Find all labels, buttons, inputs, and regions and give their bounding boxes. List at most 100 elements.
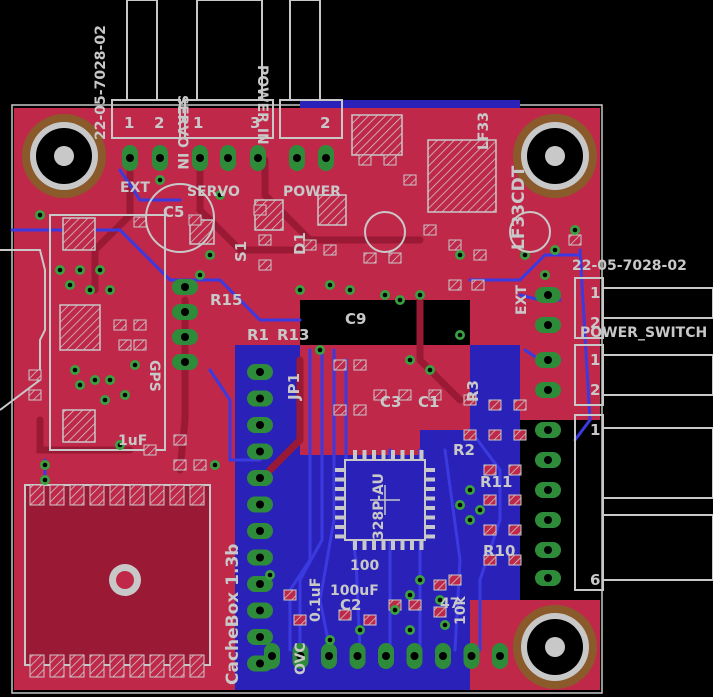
via-hole xyxy=(427,367,433,373)
chip-pin xyxy=(335,477,345,482)
label-ext-right: EXT xyxy=(514,285,530,315)
label-board-name: CacheBox 1.3b xyxy=(223,544,243,685)
smd-pad xyxy=(353,359,367,371)
smd-pad xyxy=(109,484,125,506)
smd-pad xyxy=(133,339,147,351)
smd-pad xyxy=(508,494,522,506)
via-hole xyxy=(407,627,413,633)
chip-pin xyxy=(335,496,345,501)
via-hole xyxy=(117,442,123,448)
th-pad-hole xyxy=(256,394,264,403)
label-100uf: 100uF xyxy=(330,583,379,599)
smd-pad xyxy=(133,319,147,331)
smd-pad xyxy=(129,484,145,506)
label-c2: C2 xyxy=(340,596,361,614)
label-r15: R15 xyxy=(210,291,242,309)
label-pin2-a: 2 xyxy=(154,114,164,132)
via-hole xyxy=(157,177,163,183)
smd-pad xyxy=(303,239,317,251)
label-47: 47 xyxy=(440,596,459,612)
smd-pad xyxy=(28,389,42,401)
label-c9: C9 xyxy=(345,310,366,328)
smd-pad xyxy=(373,389,387,401)
smd-pad xyxy=(388,252,402,264)
mounting-hole-tr xyxy=(513,114,597,198)
label-s1: S1 xyxy=(232,241,250,262)
smd-pad xyxy=(363,252,377,264)
smd-pad xyxy=(358,154,372,166)
th-pad-hole xyxy=(544,356,552,364)
capacitor-outlines xyxy=(145,183,551,253)
th-pad-hole xyxy=(256,659,264,668)
via-hole xyxy=(67,282,73,288)
chip-pin xyxy=(425,534,435,539)
via-hole xyxy=(107,287,113,293)
chip-pin xyxy=(362,450,367,460)
smd-pad xyxy=(29,484,45,506)
label-ext-top: EXT xyxy=(120,180,150,196)
via-hole xyxy=(42,477,48,483)
label-lf33: LF33 xyxy=(476,112,492,150)
label-power-switch: POWER_SWITCH xyxy=(580,325,707,341)
smd-pad xyxy=(28,369,42,381)
smd-pad xyxy=(483,464,497,476)
smd-pad xyxy=(473,249,487,261)
via-hole xyxy=(392,607,398,613)
smd-large-pads xyxy=(59,114,497,443)
via-hole xyxy=(72,367,78,373)
label-r10: R10 xyxy=(483,542,515,560)
via-hole xyxy=(442,622,448,628)
th-pad-hole xyxy=(254,154,262,162)
th-pad-hole xyxy=(544,574,552,582)
via-hole xyxy=(297,287,303,293)
smd-pad xyxy=(568,234,582,246)
th-pad-hole xyxy=(544,321,552,329)
chip-pin xyxy=(425,487,435,491)
label-pin1-b: 1 xyxy=(193,114,203,132)
via-hole xyxy=(77,267,83,273)
chip-pin xyxy=(410,450,414,460)
smd-pad xyxy=(403,174,417,186)
label-pin1-r1: 1 xyxy=(590,284,600,302)
smd-pad xyxy=(433,579,447,591)
th-pad-hole xyxy=(156,154,164,162)
label-01uf: 0.1uF xyxy=(308,578,324,622)
smd-pad xyxy=(143,444,157,456)
chip-pin xyxy=(400,450,405,460)
via-hole xyxy=(347,287,353,293)
mounting-hole-br xyxy=(513,605,597,689)
chip-pin xyxy=(362,540,367,550)
th-pad-hole xyxy=(224,154,232,162)
smd-pad xyxy=(69,654,85,678)
label-pin2-r2: 2 xyxy=(590,381,600,399)
label-pin2-r1: 2 xyxy=(590,314,600,332)
via-hole xyxy=(457,252,463,258)
label-c3: C3 xyxy=(380,393,401,411)
smd-pad xyxy=(29,654,45,678)
via-hole xyxy=(407,592,413,598)
via-hole xyxy=(467,517,473,523)
via-hole xyxy=(317,347,323,353)
via-hole xyxy=(87,287,93,293)
via-hole xyxy=(357,627,363,633)
chip-pin xyxy=(419,540,424,550)
smd-pad xyxy=(49,654,65,678)
chip-pins xyxy=(335,450,435,550)
smd-pad xyxy=(49,484,65,506)
via-hole xyxy=(217,192,223,198)
chip-pin xyxy=(425,515,435,520)
chip-pin xyxy=(372,540,376,550)
th-pad-hole xyxy=(181,308,189,316)
via-hole xyxy=(97,267,103,273)
via-hole xyxy=(77,382,83,388)
smd-pad xyxy=(118,339,132,351)
smd-pad xyxy=(69,484,85,506)
label-servo-in: SERVO IN xyxy=(174,95,190,170)
vias xyxy=(35,175,580,645)
smd-pad xyxy=(428,389,442,401)
chip-pin xyxy=(425,468,435,472)
smd-pad xyxy=(513,399,527,411)
label-pin1-r3: 1 xyxy=(590,421,600,439)
smd-pad xyxy=(173,459,187,471)
